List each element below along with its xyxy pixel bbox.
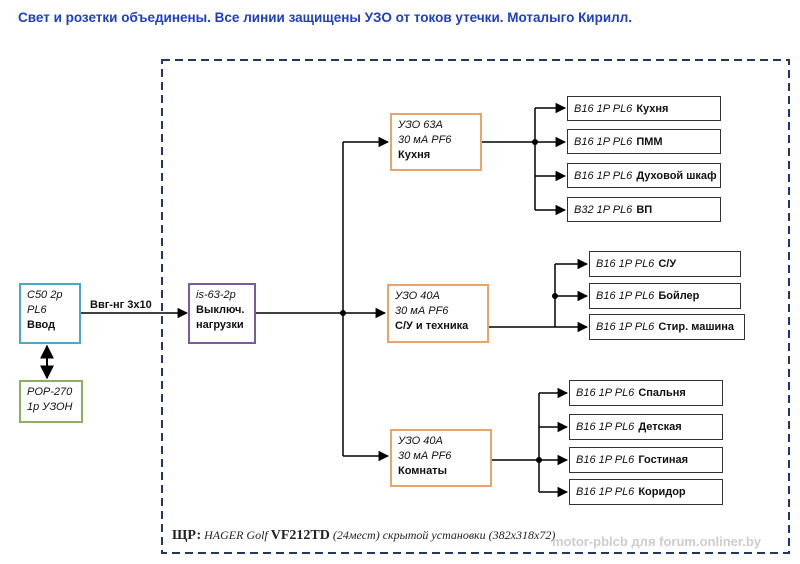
rcd-rooms-rating: УЗО 40А [398, 435, 443, 447]
panel-caption-label: ЩР: [172, 528, 202, 543]
branch-name: Кухня [636, 102, 669, 115]
branch-breaker: B32 1P PL6 ВП [567, 197, 721, 222]
branch-name: Бойлер [658, 290, 700, 302]
rcd-bathroom-box: УЗО 40А 30 мА PF6 С/У и техника [387, 284, 489, 343]
branch-spec: B16 1P PL6 [574, 135, 633, 148]
surge-protector-box: POP-270 1р УЗОН [19, 380, 83, 423]
input-breaker-box: C50 2p PL6 Ввод [19, 283, 81, 344]
branch-name: С/У [658, 258, 677, 270]
branch-spec: B16 1P PL6 [596, 321, 655, 333]
branch-breaker: B16 1P PL6 Кухня [567, 96, 721, 121]
rcd-rooms-label: Комнаты [398, 465, 447, 477]
branch-breaker: B16 1P PL6 Бойлер [589, 283, 741, 309]
branch-spec: B16 1P PL6 [576, 387, 635, 399]
rcd-kitchen-rating: УЗО 63А [398, 119, 443, 131]
rcd-bathroom-label: С/У и техника [395, 320, 469, 332]
branch-breaker: B16 1P PL6 Стир. машина [589, 314, 745, 340]
branch-spec: B16 1P PL6 [576, 454, 635, 466]
branch-breaker: B16 1P PL6 ПММ [567, 129, 721, 154]
branch-spec: B16 1P PL6 [576, 486, 635, 498]
panel-caption: ЩР: HAGER Golf VF212TD (24мест) скрытой … [172, 528, 555, 544]
branch-name: Духовой шкаф [636, 169, 717, 182]
main-switch-label-1: Выключ. [196, 304, 245, 316]
branch-name: ВП [636, 203, 653, 216]
main-switch-model: is-63-2p [196, 289, 236, 301]
rcd-kitchen-sensitivity: 30 мА PF6 [398, 134, 452, 146]
branch-spec: B16 1P PL6 [574, 169, 633, 182]
branch-name: Детская [638, 421, 682, 433]
rcd-rooms-sensitivity: 30 мА PF6 [398, 450, 452, 462]
branch-name: Коридор [638, 486, 686, 498]
panel-caption-details: (24мест) скрытой установки (382х318х72) [332, 528, 556, 542]
branch-spec: B32 1P PL6 [574, 203, 633, 216]
panel-caption-model: VF212TD [270, 528, 330, 543]
branch-breaker: B16 1P PL6 Гостиная [569, 447, 723, 473]
branch-breaker: B16 1P PL6 С/У [589, 251, 741, 277]
rcd-bathroom-sensitivity: 30 мА PF6 [395, 305, 449, 317]
panel-border [161, 59, 790, 554]
rcd-kitchen-box: УЗО 63А 30 мА PF6 Кухня [390, 113, 482, 171]
branch-spec: B16 1P PL6 [596, 290, 655, 302]
watermark: motor-pblcb для forum.onliner.by [552, 534, 761, 549]
branch-breaker: B16 1P PL6 Детская [569, 414, 723, 440]
branch-name: ПММ [636, 135, 663, 148]
branch-spec: B16 1P PL6 [574, 102, 633, 115]
diagram-title: Свет и розетки объединены. Все линии защ… [18, 10, 633, 25]
cable-label: Ввг-нг 3х10 [90, 299, 152, 311]
branch-spec: B16 1P PL6 [576, 421, 635, 433]
branch-breaker: B16 1P PL6 Коридор [569, 479, 723, 505]
rcd-bathroom-rating: УЗО 40А [395, 290, 440, 302]
input-breaker-label: Ввод [27, 319, 56, 331]
surge-protector-model: POP-270 [27, 386, 73, 398]
input-breaker-type: PL6 [27, 304, 47, 316]
branch-spec: B16 1P PL6 [596, 258, 655, 270]
branch-name: Стир. машина [658, 321, 735, 333]
branch-name: Спальня [638, 387, 686, 399]
surge-protector-label: 1р УЗОН [27, 401, 73, 413]
input-breaker-model: C50 2p [27, 289, 63, 301]
main-switch-box: is-63-2p Выключ. нагрузки [188, 283, 256, 344]
branch-name: Гостиная [638, 454, 689, 466]
branch-breaker: B16 1P PL6 Спальня [569, 380, 723, 406]
rcd-rooms-box: УЗО 40А 30 мА PF6 Комнаты [390, 429, 492, 487]
main-switch-label-2: нагрузки [196, 319, 244, 331]
branch-breaker: B16 1P PL6 Духовой шкаф [567, 163, 721, 188]
panel-caption-brand: HAGER Golf [204, 528, 268, 542]
rcd-kitchen-label: Кухня [398, 149, 431, 161]
